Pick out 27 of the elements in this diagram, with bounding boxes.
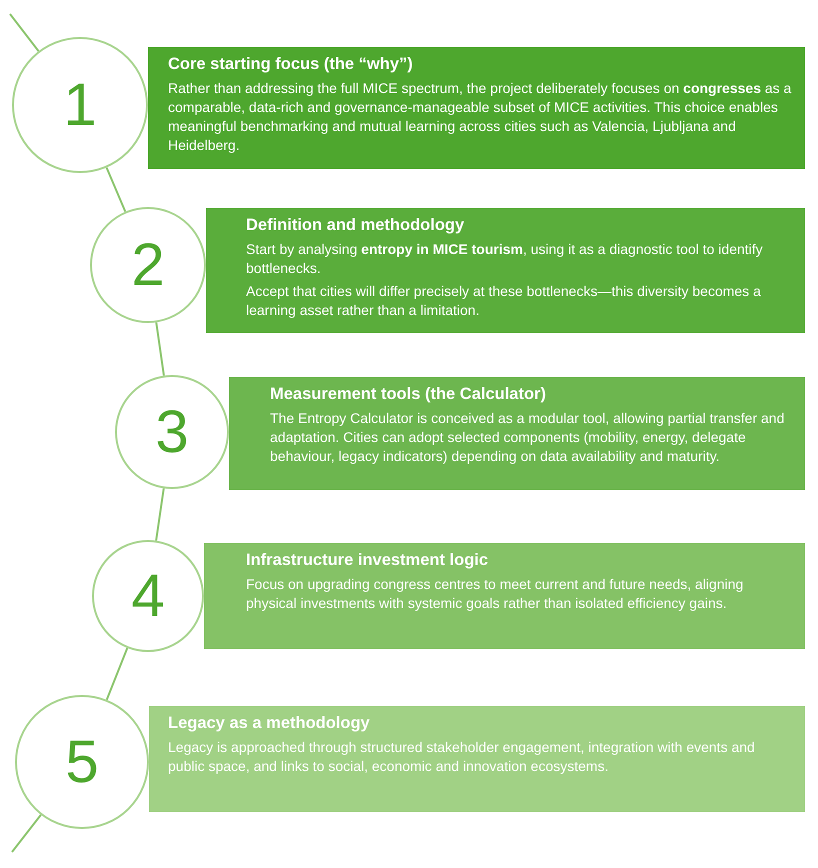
connector-line — [155, 322, 165, 376]
step-description: The Entropy Calculator is conceived as a modular tool, allowing partial transfer and adaptation. Cities can adopt selected components (mobility, energy, delegate behaviour, legacy indicators) depending on data availability and maturity. — [270, 409, 786, 466]
step-panel — [149, 706, 805, 812]
connector-line — [11, 814, 42, 853]
step-number: 3 — [155, 402, 189, 462]
step-heading: Definition and methodology — [246, 215, 466, 236]
step-panel — [204, 543, 805, 649]
step-number: 5 — [65, 732, 99, 792]
connector-line — [9, 13, 40, 52]
connector-line — [106, 648, 128, 700]
step-number: 1 — [63, 75, 97, 135]
step-panel — [229, 377, 805, 490]
step-number: 4 — [131, 566, 165, 626]
step-description: Focus on upgrading congress centres to meet current and future needs, aligning physical investments with systemic goals rather than isolated efficiency gains. — [246, 575, 744, 613]
connector-line — [106, 167, 126, 212]
step-panel — [148, 47, 805, 169]
step-number: 2 — [131, 235, 165, 295]
step-description: Start by analysing entropy in MICE tourism, using it as a diagnostic tool to identify bottlenecks. — [246, 240, 764, 278]
step-heading: Infrastructure investment logic — [246, 550, 490, 571]
connector-line — [155, 488, 165, 541]
step-description: Accept that cities will differ precisely at these bottlenecks—this diversity becomes a learning asset rather than a limitation. — [246, 282, 762, 320]
step-heading: Core starting focus (the “why”) — [168, 54, 414, 75]
step-heading: Legacy as a methodology — [168, 713, 371, 734]
step-heading: Measurement tools (the Calculator) — [270, 384, 547, 405]
step-description: Legacy is approached through structured stakeholder engagement, integration with events and public space, and links to social, economic and innovation ecosystems. — [168, 738, 756, 776]
step-description: Rather than addressing the full MICE spectrum, the project deliberately focuses on congresses as a comparable, data-rich and governance-manageable subset of MICE activities. This choice enables meaningful benchmarking and mutual learning across cities such as Valencia, Ljubljana and Heidelberg. — [168, 79, 792, 155]
step-panel — [206, 208, 805, 333]
